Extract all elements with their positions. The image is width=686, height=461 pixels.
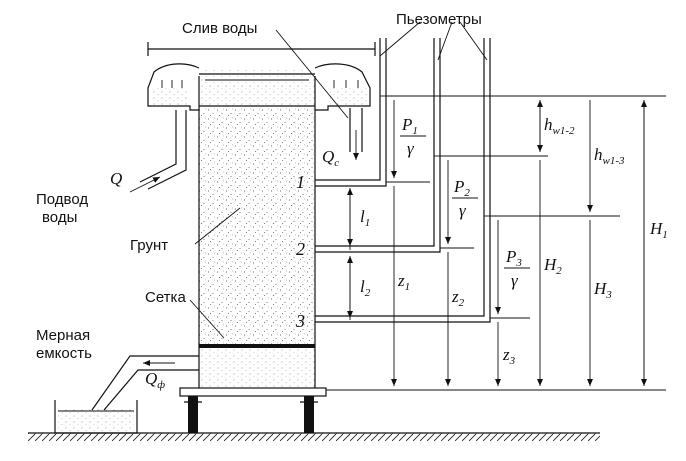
label-l2: l2 [360,277,371,299]
label-hw13: hw1-3 [594,145,625,167]
label-q-inflow: Q [110,169,122,188]
label-l1: l1 [360,207,370,229]
fraction-p3: P3 γ [504,247,530,290]
label-section-2: 2 [296,239,305,259]
svg-text:P3: P3 [505,247,522,269]
soil-column [198,70,316,388]
label-H2: H2 [543,255,562,277]
label-inflow-line2: воды [42,209,77,226]
labels: Слив воды Пьезометры Q Подвод воды Грунт… [36,11,668,391]
svg-text:γ: γ [407,139,415,158]
fraction-p2: P2 γ [452,177,478,220]
label-z3: z3 [502,345,516,367]
label-soil: Грунт [130,237,168,254]
label-H3: H3 [593,279,612,301]
label-inflow-line1: Подвод [36,191,88,208]
label-mesh: Сетка [145,289,186,306]
svg-text:γ: γ [459,201,467,220]
label-section-3: 3 [295,311,305,331]
drain-tube [349,108,363,160]
label-hw12: hw1-2 [544,115,575,137]
label-piezometers: Пьезометры [396,11,482,28]
label-qf: Qф [145,369,165,391]
dimension-lines [347,100,647,386]
leader-lines [189,21,488,339]
svg-text:P1: P1 [401,115,418,137]
label-sliv-vody: Слив воды [182,20,257,37]
label-section-1: 1 [296,172,305,192]
label-qc: Qc [322,147,339,169]
inflow-pipe [129,110,187,193]
svg-text:P2: P2 [453,177,470,199]
label-z2: z2 [451,287,465,309]
label-measure-line2: емкость [36,345,92,362]
stand [179,387,327,433]
piezometers [315,38,491,323]
label-H1: H1 [649,219,668,241]
fraction-p1: P1 γ [400,115,426,158]
label-measure-line1: Мерная [36,327,90,344]
outflow-pipe [91,355,199,411]
svg-text:γ: γ [511,271,519,290]
ground [28,432,600,441]
overflow-trays [147,42,376,111]
measuring-vessel [54,400,138,434]
label-z1: z1 [397,271,410,293]
level-lines [326,95,666,391]
